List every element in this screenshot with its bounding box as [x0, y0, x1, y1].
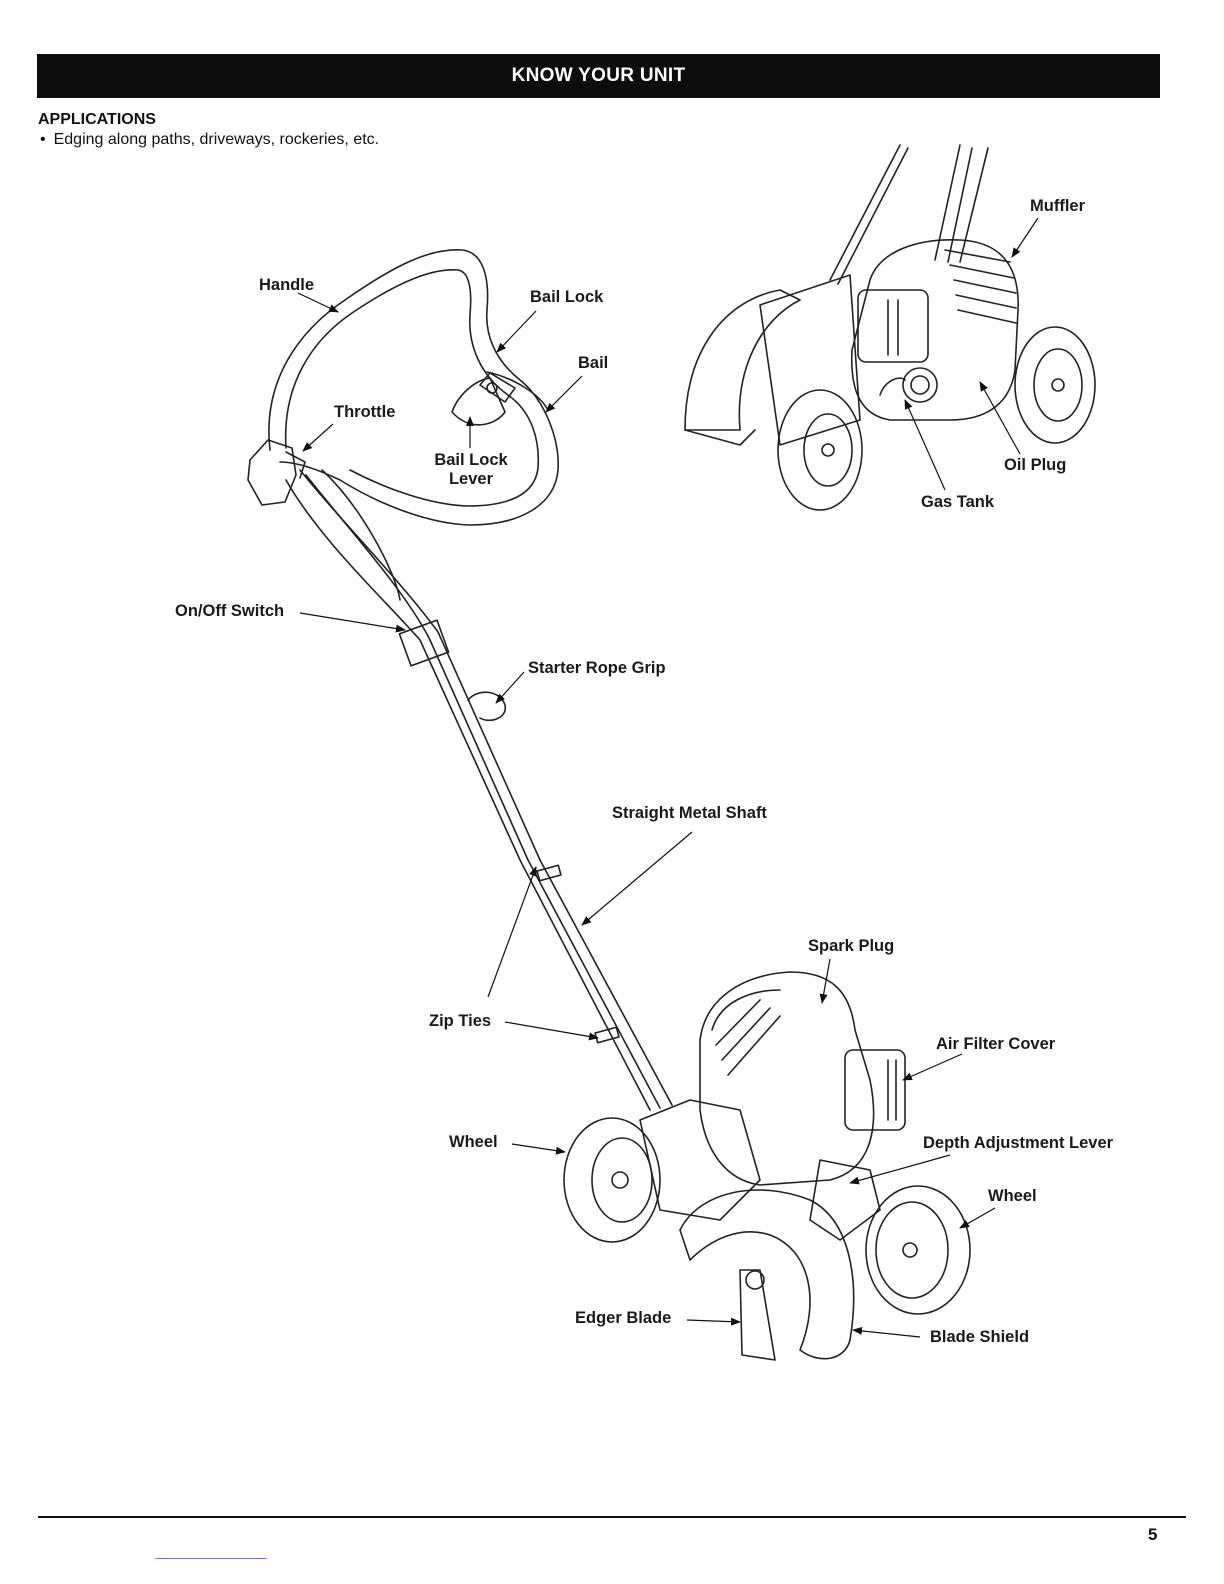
bottom-link-underline	[155, 1558, 267, 1559]
label-straight-metal-shaft: Straight Metal Shaft	[612, 804, 767, 823]
label-air-filter-cover: Air Filter Cover	[936, 1035, 1055, 1054]
leader-handle	[298, 293, 338, 312]
leader-muffler	[1012, 218, 1038, 257]
inset-shield-drawing	[685, 290, 800, 430]
label-bail-lock-lever-line1: Bail Lock	[434, 451, 507, 470]
blade-shield-drawing	[680, 1190, 854, 1359]
page-number: 5	[1148, 1525, 1157, 1545]
label-gas-tank: Gas Tank	[921, 493, 994, 512]
leader-zip-ties-lower	[505, 1022, 598, 1038]
label-starter-rope-grip: Starter Rope Grip	[528, 659, 666, 678]
label-spark-plug: Spark Plug	[808, 937, 894, 956]
label-bail-lock-lever-line2: Lever	[434, 470, 507, 489]
starter-rope-grip-drawing	[468, 692, 505, 720]
leader-bail	[546, 376, 582, 412]
label-throttle: Throttle	[334, 403, 395, 422]
label-wheel-right: Wheel	[988, 1187, 1037, 1206]
label-oil-plug: Oil Plug	[1004, 456, 1066, 475]
label-bail-lock-lever: Bail Lock Lever	[434, 451, 507, 489]
leader-wheel-right	[960, 1208, 995, 1228]
leader-oil-plug	[980, 382, 1020, 454]
leader-gas-tank	[905, 400, 945, 490]
inset-wheel-front-drawing	[778, 390, 862, 510]
label-wheel-left: Wheel	[449, 1133, 498, 1152]
label-blade-shield: Blade Shield	[930, 1328, 1029, 1347]
leader-blade-shield	[853, 1330, 920, 1337]
leader-on-off-switch	[300, 613, 405, 630]
leader-bail-lock	[497, 311, 536, 352]
throttle-drawing	[248, 440, 296, 505]
label-handle: Handle	[259, 276, 314, 295]
label-muffler: Muffler	[1030, 197, 1085, 216]
engine-drawing	[700, 972, 874, 1185]
label-edger-blade: Edger Blade	[575, 1309, 671, 1328]
inset-gas-cap-drawing	[903, 368, 937, 402]
inset-wheel-rear-drawing	[1015, 327, 1095, 443]
leader-zip-ties-upper	[488, 867, 536, 997]
wheel-right-drawing	[866, 1186, 970, 1314]
label-depth-adjustment-lever: Depth Adjustment Lever	[923, 1134, 1113, 1153]
leader-starter-rope-grip	[496, 672, 524, 703]
edger-blade-drawing	[740, 1270, 775, 1360]
footer-divider	[38, 1516, 1186, 1518]
leader-air-filter-cover	[903, 1054, 962, 1080]
leader-throttle	[303, 424, 333, 451]
label-on-off-switch: On/Off Switch	[175, 602, 284, 621]
inset-shaft-drawing	[830, 145, 988, 284]
label-zip-ties: Zip Ties	[429, 1012, 491, 1031]
label-bail-lock: Bail Lock	[530, 288, 603, 307]
leader-straight-metal-shaft	[582, 832, 692, 925]
leader-edger-blade	[687, 1320, 740, 1322]
label-bail: Bail	[578, 354, 608, 373]
leader-wheel-left	[512, 1144, 565, 1152]
